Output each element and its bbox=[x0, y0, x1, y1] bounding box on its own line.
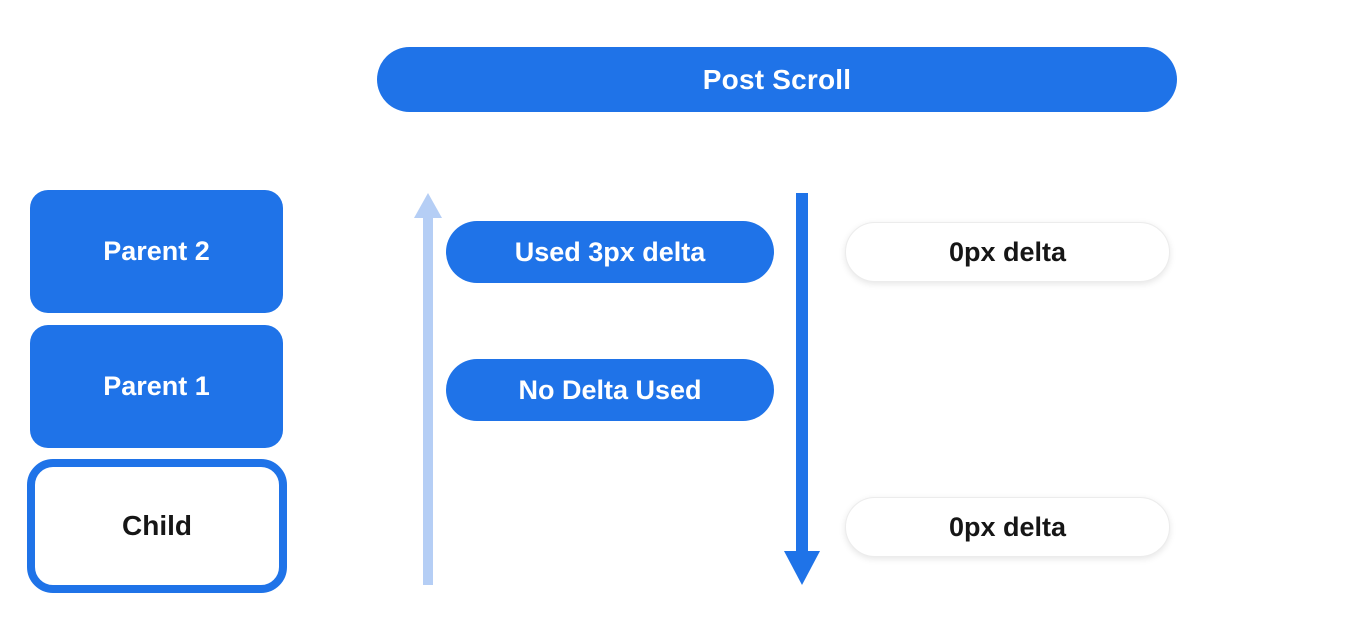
used-3px-delta-pill: Used 3px delta bbox=[446, 221, 774, 283]
zero-delta-bottom-pill: 0px delta bbox=[845, 497, 1170, 557]
zero-delta-bottom-label: 0px delta bbox=[948, 511, 1067, 542]
post-scroll-banner-label: Post Scroll bbox=[702, 63, 852, 95]
no-delta-used-pill: No Delta Used bbox=[446, 359, 774, 421]
parent1-label: Parent 1 bbox=[103, 371, 210, 401]
parent2-label: Parent 2 bbox=[103, 236, 210, 266]
zero-delta-top-label: 0px delta bbox=[948, 236, 1067, 267]
used-3px-delta-label: Used 3px delta bbox=[514, 236, 706, 267]
post-scroll-banner: Post Scroll bbox=[377, 47, 1177, 112]
down-arrow-icon bbox=[784, 193, 820, 585]
child-label: Child bbox=[122, 510, 192, 541]
parent2-box: Parent 2 bbox=[30, 190, 283, 313]
child-box: Child bbox=[27, 459, 287, 593]
no-delta-used-label: No Delta Used bbox=[518, 374, 702, 405]
up-arrow-icon bbox=[414, 193, 442, 585]
zero-delta-top-pill: 0px delta bbox=[845, 222, 1170, 282]
parent1-box: Parent 1 bbox=[30, 325, 283, 448]
